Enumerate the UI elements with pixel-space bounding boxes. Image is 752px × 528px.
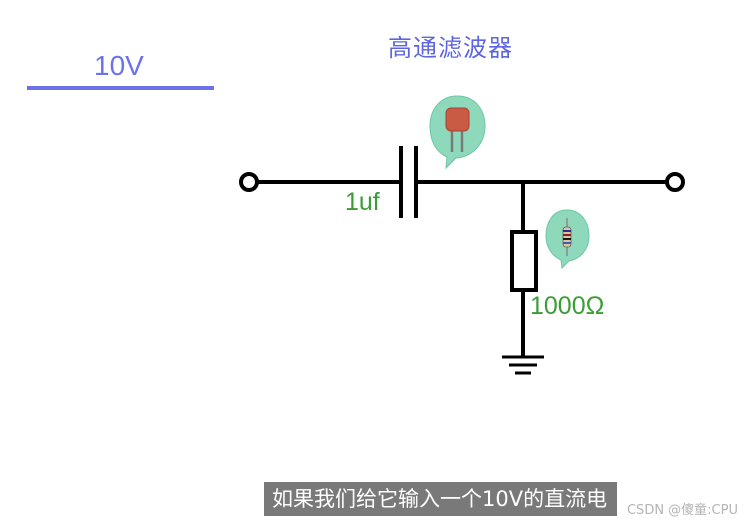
resistor-label: 1000Ω <box>530 292 605 320</box>
input-terminal <box>239 172 259 192</box>
output-terminal <box>665 172 685 192</box>
resistor-symbol <box>510 230 538 292</box>
capacitor-label: 1uf <box>345 188 380 216</box>
input-voltage-label: 10V <box>94 50 144 81</box>
input-voltage-line <box>27 86 214 90</box>
circuit-wires <box>258 180 666 356</box>
watermark: CSDN @傻童:CPU <box>626 503 738 518</box>
video-subtitle: 如果我们给它输入一个10V的直流电 <box>264 482 618 516</box>
diagram-title: 高通滤波器 <box>388 34 513 62</box>
capacitor-symbol <box>399 146 418 218</box>
capacitor-icon <box>429 95 486 170</box>
resistor-icon <box>545 209 590 270</box>
ground-symbol <box>502 355 544 375</box>
